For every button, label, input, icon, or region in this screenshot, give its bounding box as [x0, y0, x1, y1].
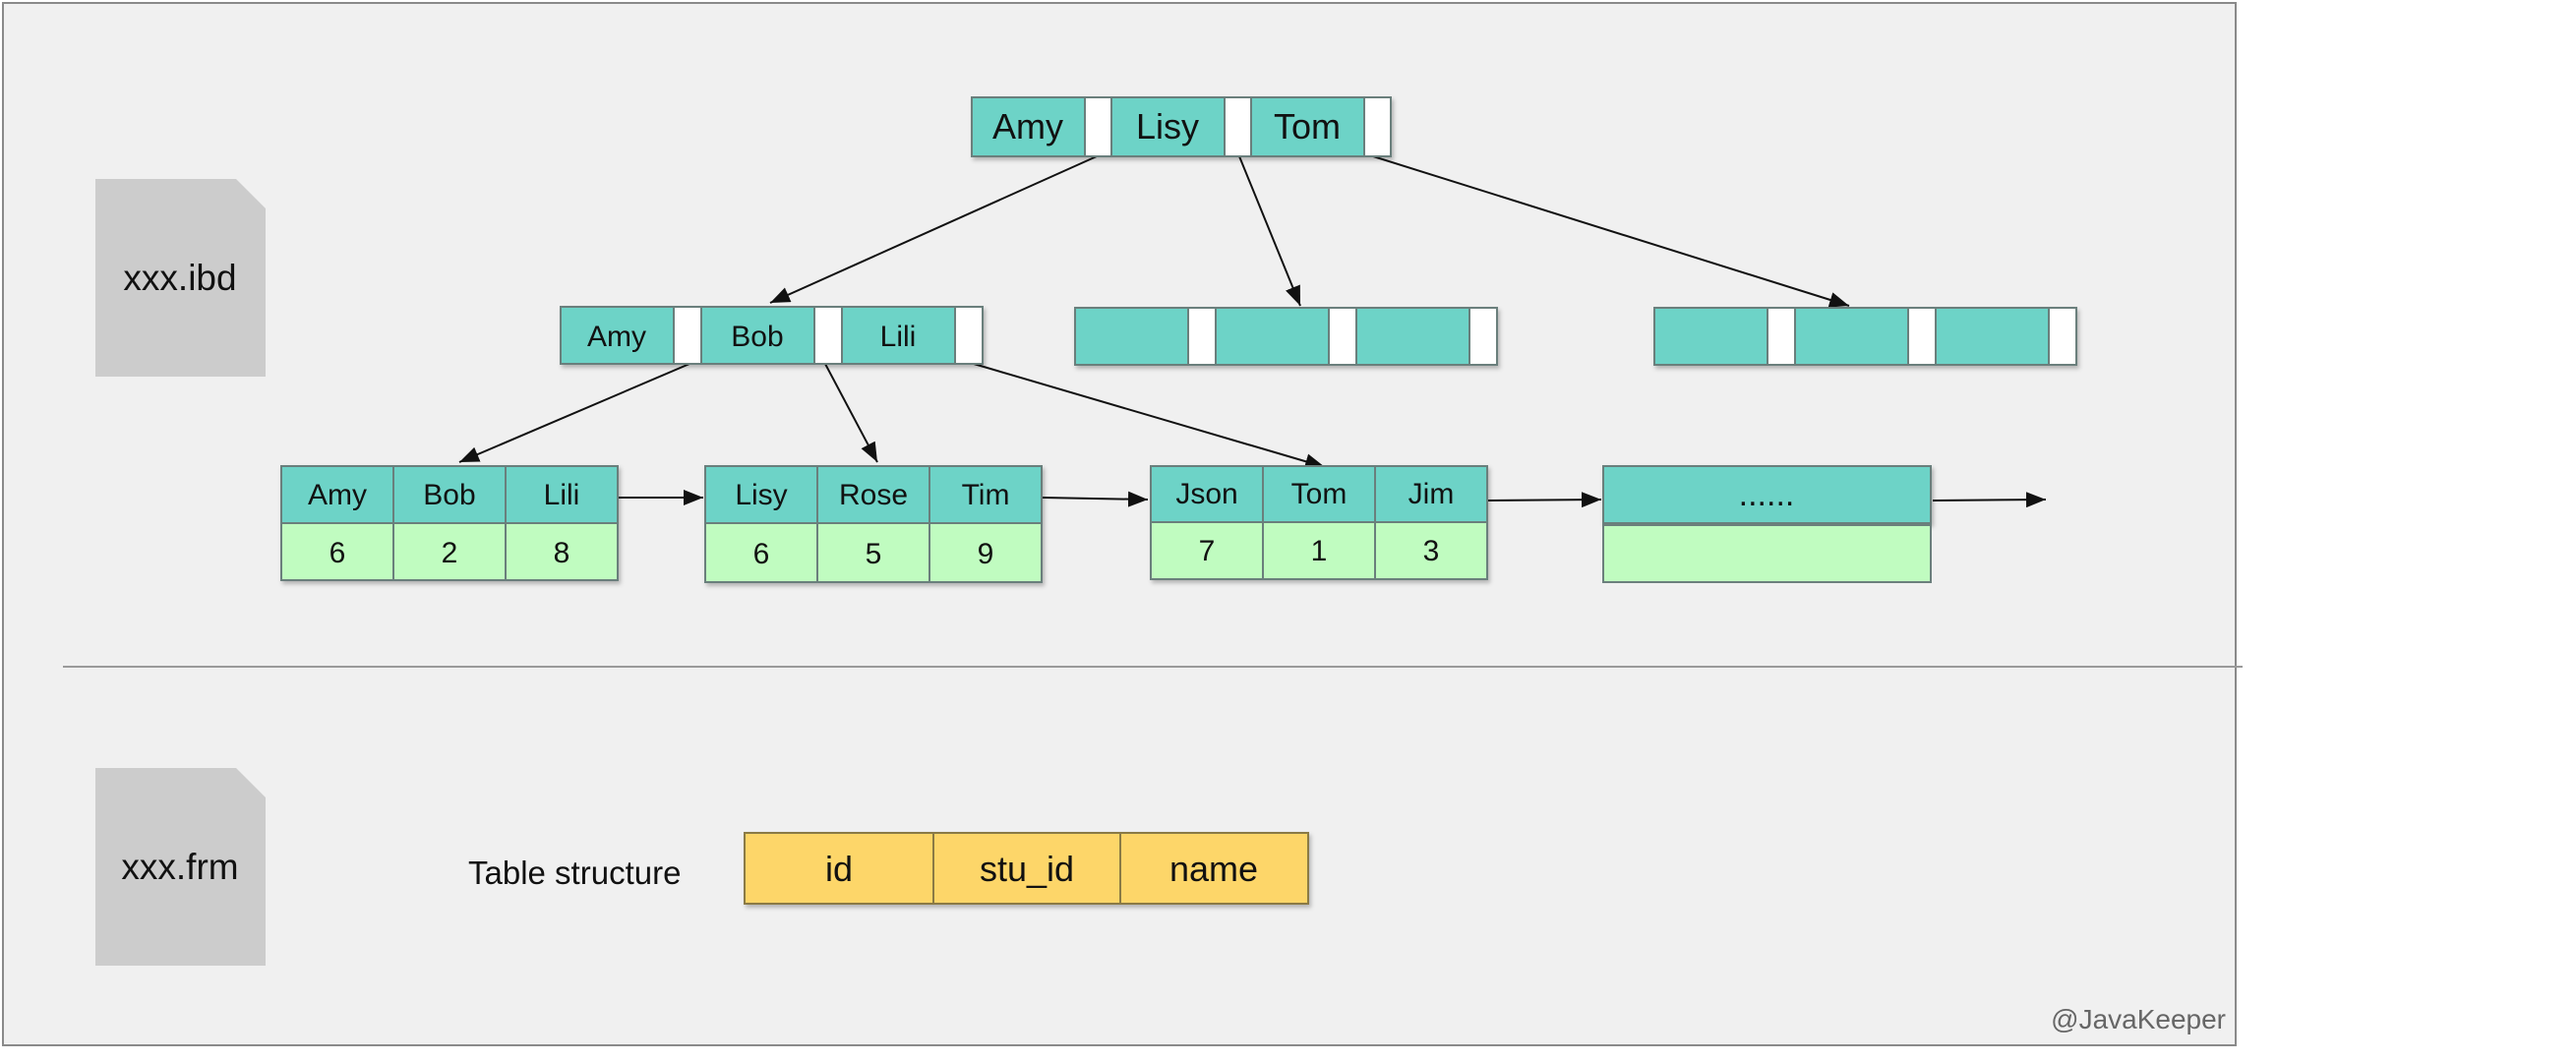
internal-node-3 — [1653, 307, 2077, 366]
leaf-1-key-2-label: Bob — [423, 479, 475, 511]
internal-1-pointer-1 — [673, 306, 702, 365]
watermark: @JavaKeeper — [2051, 1004, 2226, 1034]
leaf-link-4 — [1932, 492, 2047, 508]
leaf-link-3 — [1486, 492, 1602, 508]
column-cell-1 — [744, 832, 934, 905]
internal-3-pointer-2 — [1907, 307, 1937, 366]
internal-2-key-2 — [1215, 307, 1330, 366]
leaf-3-value-1 — [1150, 521, 1264, 580]
leaf-1-value-3 — [505, 522, 619, 581]
internal-1-pointer-2 — [813, 306, 843, 365]
internal-3-key-1 — [1653, 307, 1768, 366]
leaf-1-key-1-label: Amy — [308, 479, 367, 511]
frm-file-label: xxx.frm — [121, 847, 238, 887]
leaf-3-key-3-label: Jim — [1408, 478, 1455, 510]
column-1-label: id — [825, 849, 853, 889]
leaf-3-key-1-label: Json — [1175, 478, 1237, 510]
internal-3-pointer-1 — [1767, 307, 1796, 366]
internal-2-pointer-3 — [1468, 307, 1498, 366]
edge-internal-to-leaf-2 — [824, 363, 878, 463]
leaf-3-value-2-label: 1 — [1311, 535, 1328, 567]
leaf-1-value-3-label: 8 — [554, 537, 570, 569]
leaf-3-value-3 — [1374, 521, 1488, 580]
leaf-4-key — [1602, 465, 1932, 524]
leaf-3-key-3 — [1374, 465, 1488, 523]
edge-internal-to-leaf-1 — [458, 363, 690, 463]
internal-2-pointer-2 — [1328, 307, 1357, 366]
internal-1-pointer-3 — [954, 306, 984, 365]
edge-root-to-internal-3 — [1372, 155, 1850, 308]
root-key-2 — [1110, 96, 1226, 157]
internal-3-key-2 — [1794, 307, 1909, 366]
internal-1-key-1-label: Amy — [587, 321, 646, 353]
root-key-2-label: Lisy — [1136, 106, 1199, 147]
leaf-3-value-1-label: 7 — [1199, 535, 1216, 567]
leaf-1-value-1-label: 6 — [329, 537, 346, 569]
internal-3-pointer-3 — [2048, 307, 2077, 366]
root-pointer-3 — [1363, 96, 1392, 157]
leaf-2-key-2-label: Rose — [839, 479, 908, 511]
tree-edges — [458, 155, 1850, 470]
leaf-2-key-1 — [704, 465, 818, 524]
internal-node-1 — [560, 306, 984, 365]
internal-node-2 — [1074, 307, 1498, 366]
leaf-node-1 — [280, 465, 619, 581]
leaf-2-value-1 — [704, 522, 818, 583]
ibd-file-label: xxx.ibd — [123, 258, 236, 298]
table-structure-columns — [744, 832, 1309, 905]
leaf-2-key-1-label: Lisy — [735, 479, 787, 511]
root-pointer-1 — [1084, 96, 1112, 157]
internal-2-key-3 — [1355, 307, 1470, 366]
root-key-3-label: Tom — [1274, 106, 1341, 147]
leaf-node-3 — [1150, 465, 1488, 580]
column-cell-3 — [1119, 832, 1309, 905]
internal-2-key-1 — [1074, 307, 1189, 366]
internal-1-key-2-label: Bob — [731, 321, 783, 353]
root-key-1-label: Amy — [992, 106, 1063, 147]
internal-2-pointer-1 — [1187, 307, 1217, 366]
column-3-label: name — [1169, 849, 1258, 889]
leaf-2-value-1-label: 6 — [753, 538, 770, 570]
leaf-1-key-3-label: Lili — [544, 479, 580, 511]
leaf-4-value — [1602, 524, 1932, 583]
leaf-2-value-2-label: 5 — [866, 538, 882, 570]
leaf-1-key-1 — [280, 465, 394, 524]
column-2-label: stu_id — [980, 849, 1074, 889]
column-cell-2 — [932, 832, 1121, 905]
frm-file-icon: xxx.frm — [95, 768, 266, 966]
root-key-3 — [1250, 96, 1365, 157]
internal-3-key-3 — [1935, 307, 2050, 366]
edge-internal-to-leaf-3 — [973, 363, 1326, 470]
internal-1-key-3-label: Lili — [880, 321, 917, 353]
leaf-2-key-3 — [929, 465, 1043, 524]
leaf-1-value-2-label: 2 — [442, 537, 458, 569]
leaf-2-value-2 — [816, 522, 930, 583]
leaf-3-key-2-label: Tom — [1291, 478, 1348, 510]
edge-root-to-internal-2 — [1238, 155, 1301, 307]
leaf-3-value-3-label: 3 — [1423, 535, 1440, 567]
root-node — [971, 96, 1392, 157]
leaf-node-4 — [1602, 465, 1932, 583]
leaf-4-key-label: ...... — [1739, 476, 1795, 513]
internal-1-key-3 — [841, 306, 956, 365]
leaf-2-key-2 — [816, 465, 930, 524]
leaf-links — [618, 490, 2047, 508]
leaf-node-2 — [704, 465, 1043, 583]
leaf-1-key-3 — [505, 465, 619, 524]
leaf-2-value-3 — [929, 522, 1043, 583]
table-structure-label: Table structure — [468, 855, 681, 891]
leaf-1-value-1 — [280, 522, 394, 581]
leaf-3-value-2 — [1262, 521, 1376, 580]
leaf-1-value-2 — [392, 522, 507, 581]
root-key-1 — [971, 96, 1086, 157]
leaf-3-key-2 — [1262, 465, 1376, 523]
leaf-2-value-3-label: 9 — [978, 538, 994, 570]
leaf-link-2 — [1042, 491, 1149, 507]
leaf-2-key-3-label: Tim — [962, 479, 1010, 511]
ibd-file-icon: xxx.ibd — [95, 179, 266, 377]
edge-root-to-internal-1 — [769, 155, 1098, 304]
leaf-1-key-2 — [392, 465, 507, 524]
root-pointer-2 — [1224, 96, 1252, 157]
